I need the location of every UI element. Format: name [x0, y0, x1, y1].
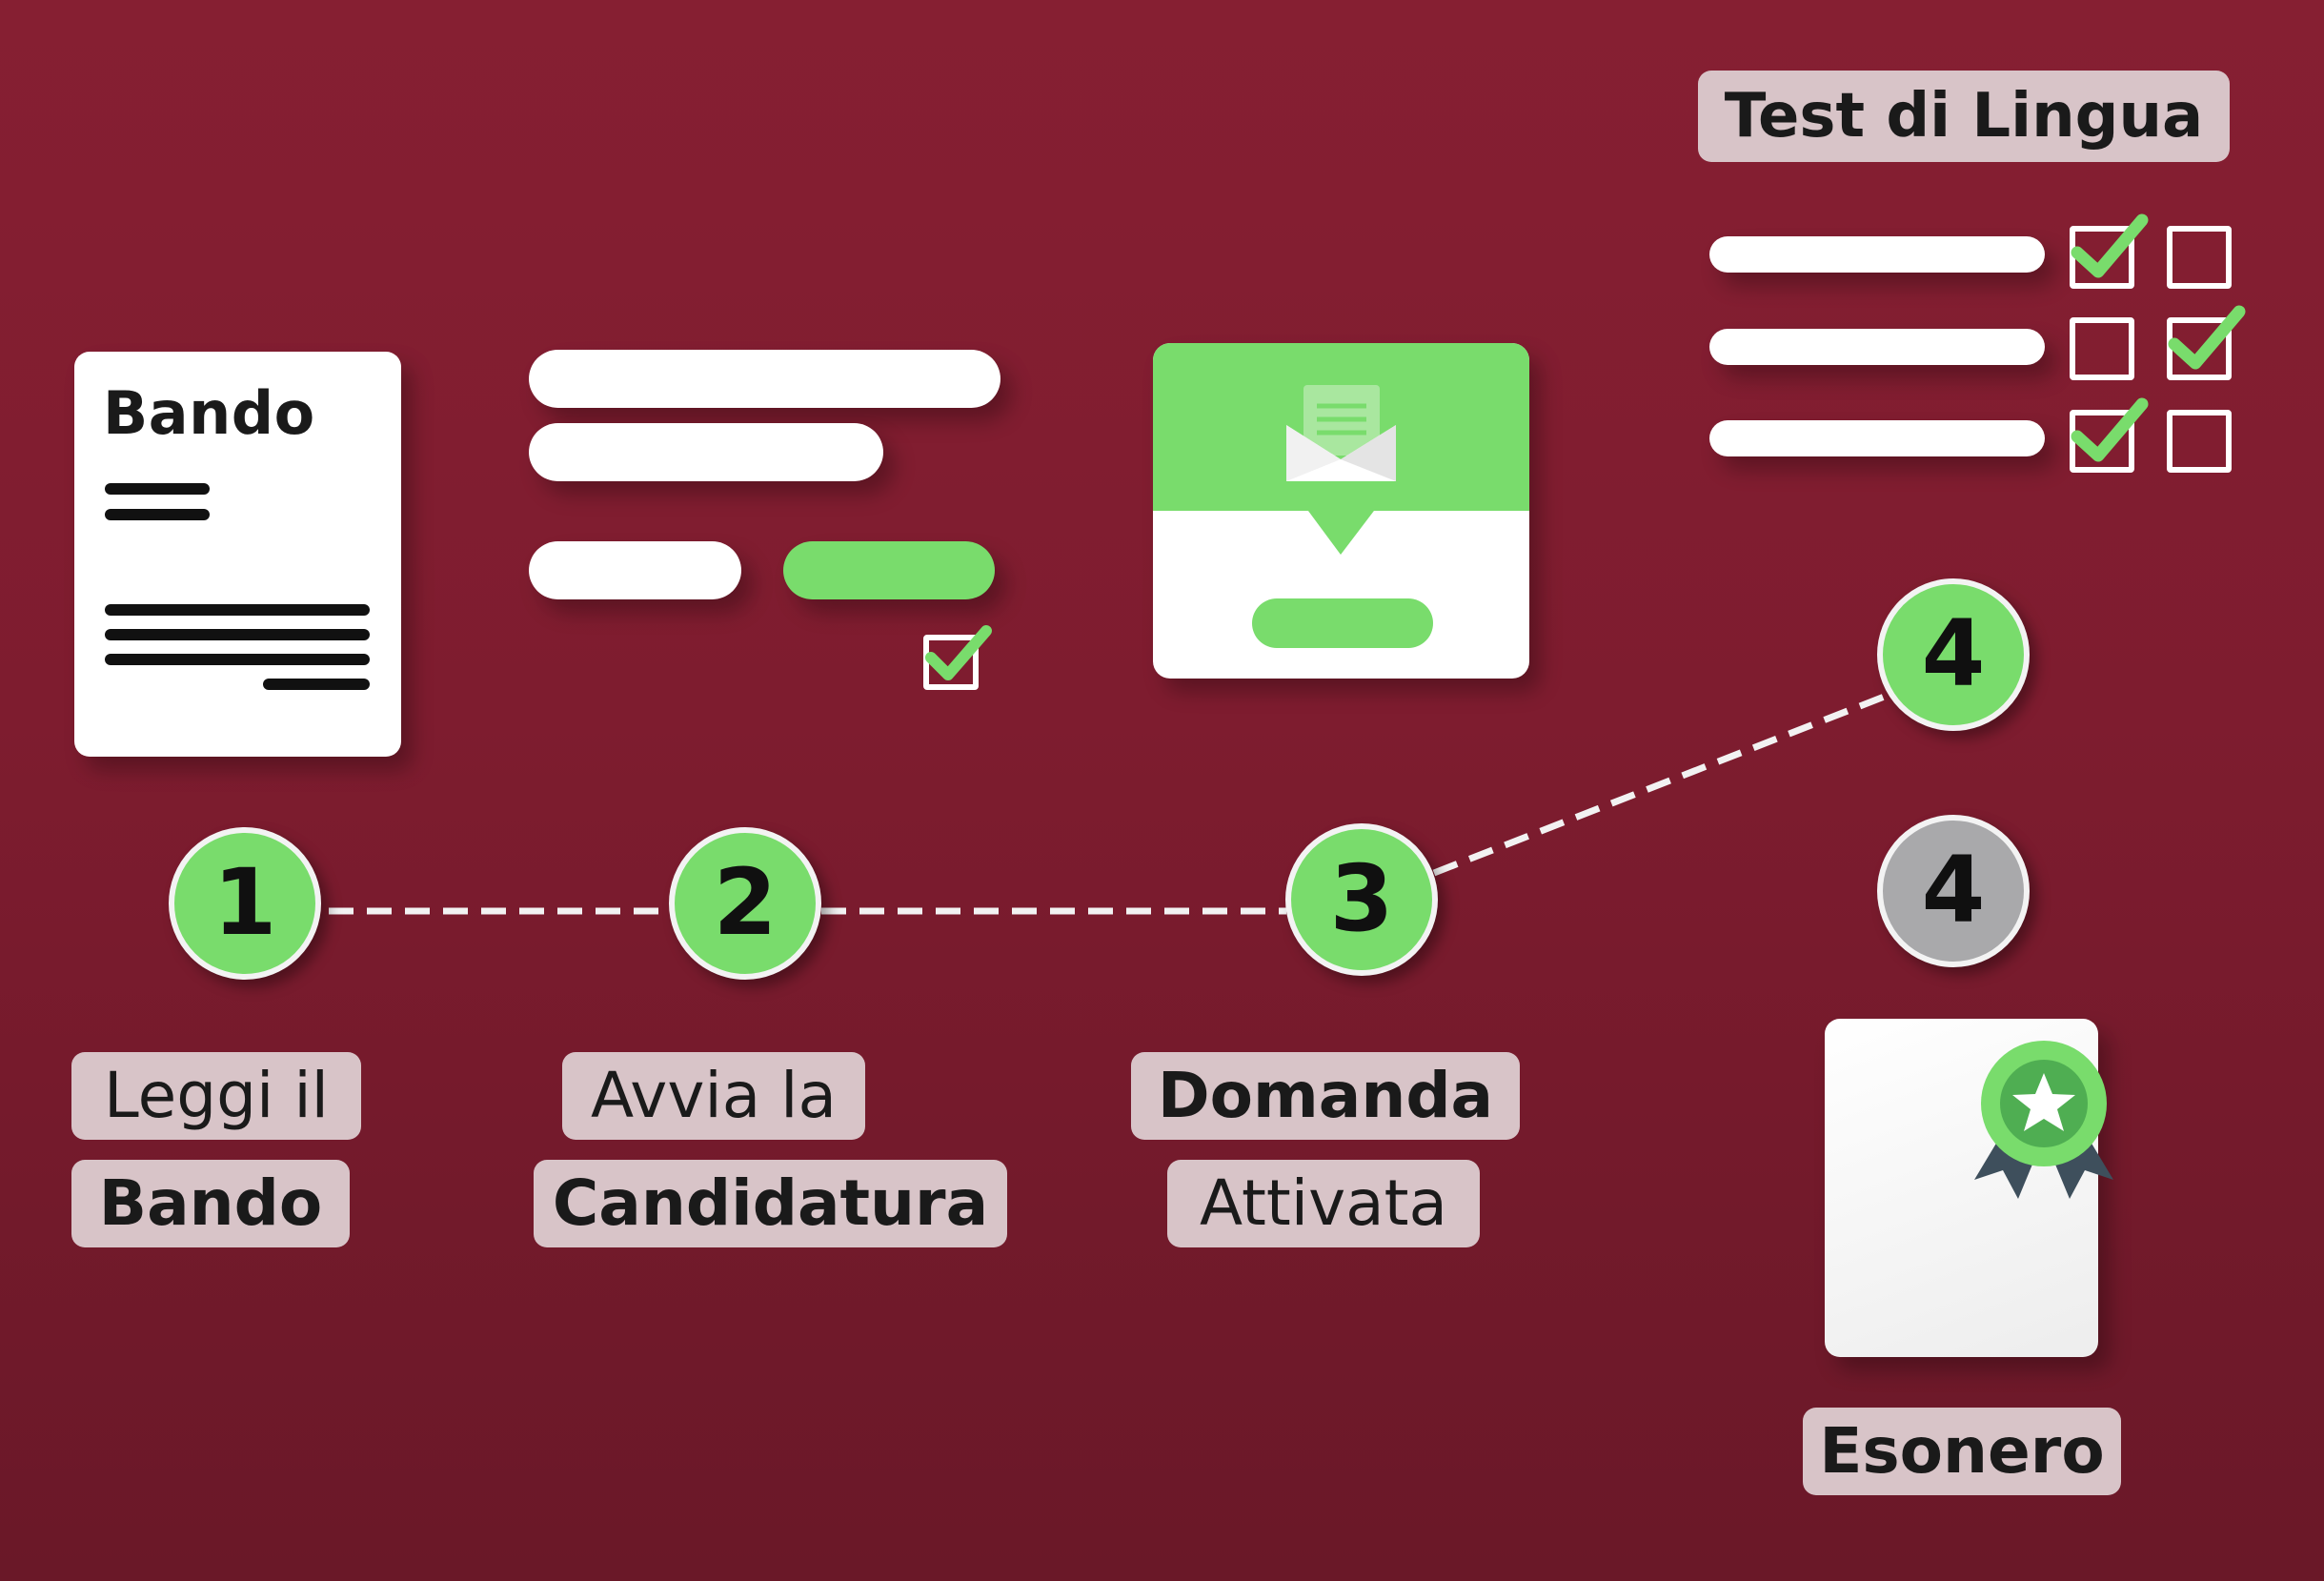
- checkbox-icon: [2167, 410, 2232, 473]
- step-2-label-line1: Avvia la: [562, 1052, 865, 1140]
- step-1-circle: 1: [169, 827, 321, 980]
- form-field-bar: [529, 423, 883, 481]
- form-submit-bar: [783, 541, 995, 599]
- document-line: [105, 604, 370, 616]
- step-1-label-line1: Leggi il: [71, 1052, 361, 1140]
- envelope-graphic: [1286, 385, 1396, 555]
- star-badge-icon: [1974, 1041, 2113, 1199]
- document-line: [105, 654, 370, 665]
- document-line: [105, 509, 210, 520]
- form-field-bar: [529, 350, 1000, 408]
- checkbox-icon: [2167, 305, 2246, 380]
- checkbox-icon: [2070, 317, 2134, 380]
- step-3-label-line1: Domanda: [1131, 1052, 1520, 1140]
- document-icon: Bando: [74, 352, 401, 757]
- step-2-circle: 2: [669, 827, 821, 980]
- checkbox-icon: [923, 625, 992, 690]
- step-4-label: Esonero: [1803, 1408, 2121, 1495]
- form-field-bar: [529, 541, 741, 599]
- document-line: [105, 629, 370, 640]
- document-line: [105, 483, 210, 495]
- step-1-label-line2: Bando: [71, 1160, 350, 1247]
- document-line: [263, 679, 370, 690]
- checklist-line: [1709, 236, 2045, 273]
- checkbox-icon: [2070, 397, 2149, 473]
- step-4-circle-esonero: 4: [1877, 815, 2030, 967]
- checkbox-icon: [2070, 213, 2149, 289]
- step-3-circle: 3: [1285, 823, 1438, 976]
- step-2-label-line2: Candidatura: [534, 1160, 1007, 1247]
- envelope-icon: [1153, 343, 1529, 679]
- step-4-circle-test: 4: [1877, 578, 2030, 731]
- checklist-line: [1709, 420, 2045, 456]
- connector-3-4: [1432, 690, 1893, 877]
- envelope-button-bar: [1252, 598, 1433, 648]
- checklist-line: [1709, 329, 2045, 365]
- step-3-label-line2: Attivata: [1167, 1160, 1480, 1247]
- checkbox-icon: [2167, 226, 2232, 289]
- test-title: Test di Lingua: [1698, 71, 2230, 162]
- document-title: Bando: [103, 378, 315, 448]
